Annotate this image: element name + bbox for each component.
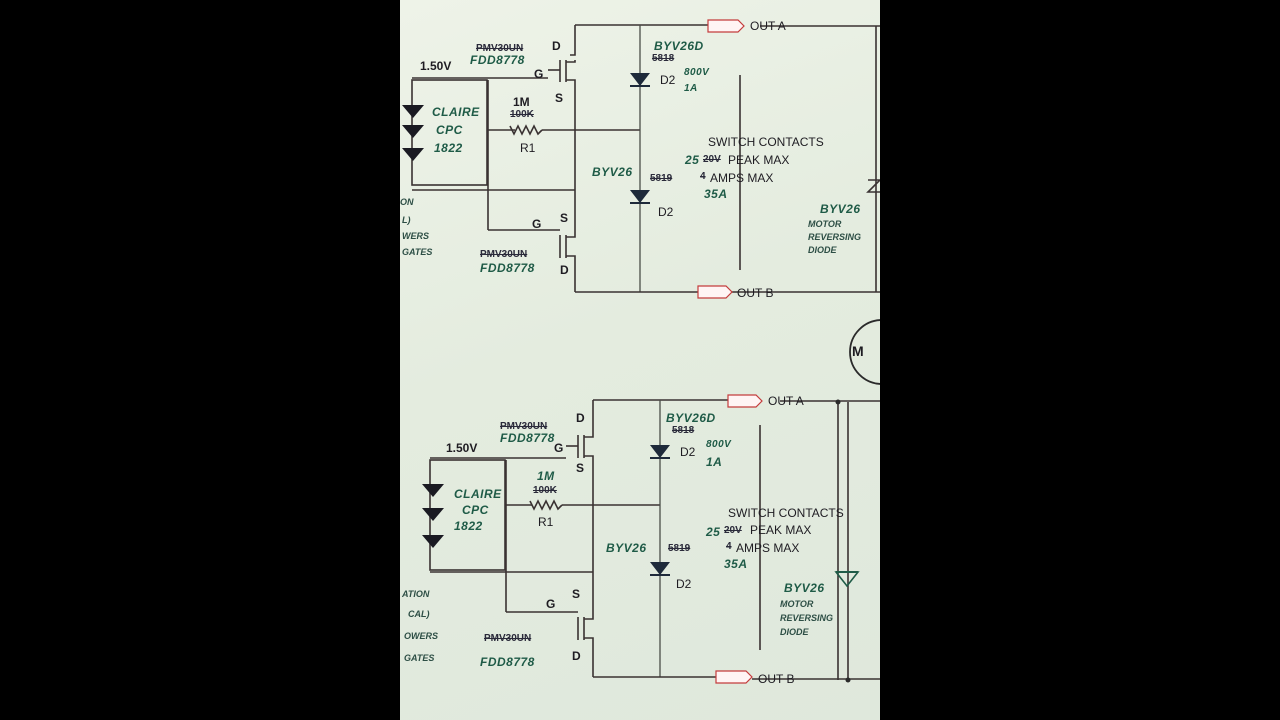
out-a-label: OUT A	[768, 394, 804, 408]
motor-note-1: MOTOR	[808, 219, 842, 229]
mosfet-bot-old-part: PMV30UN	[480, 249, 528, 260]
amps-old: 4	[700, 171, 706, 182]
diode-bot-part: BYV26	[592, 165, 633, 179]
peak-max-label: PEAK MAX	[750, 523, 812, 537]
motor-note-2: REVERSING	[780, 613, 834, 623]
margin-note-2: L)	[402, 215, 411, 225]
letterbox-left	[0, 0, 400, 720]
diode-bot-part: BYV26	[606, 541, 647, 555]
motor-diode-part: BYV26	[784, 581, 825, 595]
pin-d-label: D	[576, 411, 585, 425]
amps-rating-new: 35A	[724, 557, 748, 571]
opto-label-1: CLAIRE	[432, 105, 480, 119]
diode-top-part: BYV26D	[654, 39, 704, 53]
pin-g-bot-label: G	[546, 597, 556, 611]
letterbox-right	[880, 0, 1280, 720]
motor-note-2: REVERSING	[808, 232, 862, 242]
mosfet-bot-part: FDD8778	[480, 655, 535, 669]
margin-note-1: ON	[400, 197, 414, 207]
margin-note-4: GATES	[404, 653, 435, 663]
resistor-ref: R1	[538, 515, 554, 529]
schematic-wiring	[402, 19, 880, 684]
diode-bot-old: 5819	[668, 543, 691, 554]
resistor-ref: R1	[520, 141, 536, 155]
voltage-rating-new: 25	[685, 153, 700, 167]
diode-top-ref: D2	[660, 73, 676, 87]
diode-top-old: 5818	[672, 425, 695, 436]
pin-g-bot-label: G	[532, 217, 542, 231]
amps-max-label: AMPS MAX	[736, 541, 800, 555]
opto-label-1: CLAIRE	[454, 487, 502, 501]
amps-rating-new: 35A	[704, 187, 728, 201]
schematic-sheet: 1.50V PMV30UN FDD8778 D G S 1M 100K R1 C…	[400, 0, 880, 720]
opto-label-2: CPC	[462, 503, 489, 517]
pin-d-bot-label: D	[572, 649, 581, 663]
pin-s-bot-label: S	[572, 587, 581, 601]
motor-note-3: DIODE	[780, 627, 809, 637]
amps-max-label: AMPS MAX	[710, 171, 774, 185]
mosfet-part: FDD8778	[470, 53, 525, 67]
diode-top-rating-1: 800V	[706, 439, 732, 450]
mosfet-part: FDD8778	[500, 431, 555, 445]
margin-note-4: GATES	[402, 247, 433, 257]
switch-contacts-label: SWITCH CONTACTS	[728, 506, 844, 520]
voltage-label: 1.50V	[446, 441, 478, 455]
resistor-old-value: 100K	[510, 109, 534, 120]
bottom-circuit-wiring	[422, 394, 880, 684]
diode-bot-ref: D2	[658, 205, 674, 219]
diode-bot-old: 5819	[650, 173, 673, 184]
pin-s-label: S	[555, 91, 564, 105]
diode-top-rating-2: 1A	[706, 455, 723, 469]
mosfet-bot-part: FDD8778	[480, 261, 535, 275]
out-a-label: OUT A	[750, 19, 786, 33]
pin-s-label: S	[576, 461, 585, 475]
motor-note-3: DIODE	[808, 245, 837, 255]
resistor-old-value: 100K	[533, 485, 557, 496]
motor-circle	[849, 319, 880, 385]
mosfet-bot-old-part: PMV30UN	[484, 633, 532, 644]
peak-max-label: PEAK MAX	[728, 153, 790, 167]
pin-g-label: G	[554, 441, 564, 455]
margin-note-3: OWERS	[404, 631, 439, 641]
margin-note-1: ATION	[402, 589, 430, 599]
motor-note-1: MOTOR	[780, 599, 814, 609]
out-b-label: OUT B	[737, 286, 774, 300]
resistor-value: 1M	[513, 95, 530, 109]
diode-bot-ref: D2	[676, 577, 692, 591]
motor-diode-part: BYV26	[820, 202, 861, 216]
top-circuit-wiring	[402, 19, 880, 299]
voltage-rating-new: 25	[706, 525, 721, 539]
pin-g-label: G	[534, 67, 544, 81]
resistor-value: 1M	[537, 469, 555, 483]
diode-top-ref: D2	[680, 445, 696, 459]
opto-label-3: 1822	[434, 141, 463, 155]
margin-note-2: CAL)	[408, 609, 430, 619]
voltage-rating-old: 20V	[724, 525, 742, 536]
voltage-label: 1.50V	[420, 59, 452, 73]
opto-label-3: 1822	[454, 519, 483, 533]
motor-label: M	[852, 343, 864, 359]
diode-top-old: 5818	[652, 53, 675, 64]
mosfet-old-part: PMV30UN	[500, 421, 548, 432]
pin-d-bot-label: D	[560, 263, 569, 277]
mosfet-old-part: PMV30UN	[476, 43, 524, 54]
pin-d-label: D	[552, 39, 561, 53]
amps-old: 4	[726, 541, 732, 552]
opto-label-2: CPC	[436, 123, 463, 137]
diode-top-rating-1: 800V	[684, 67, 710, 78]
pin-s-bot-label: S	[560, 211, 569, 225]
voltage-rating-old: 20V	[703, 154, 721, 165]
margin-note-3: WERS	[402, 231, 429, 241]
switch-contacts-label: SWITCH CONTACTS	[708, 135, 824, 149]
diode-top-part: BYV26D	[666, 411, 716, 425]
diode-top-rating-2: 1A	[684, 83, 698, 94]
out-b-label: OUT B	[758, 672, 795, 686]
